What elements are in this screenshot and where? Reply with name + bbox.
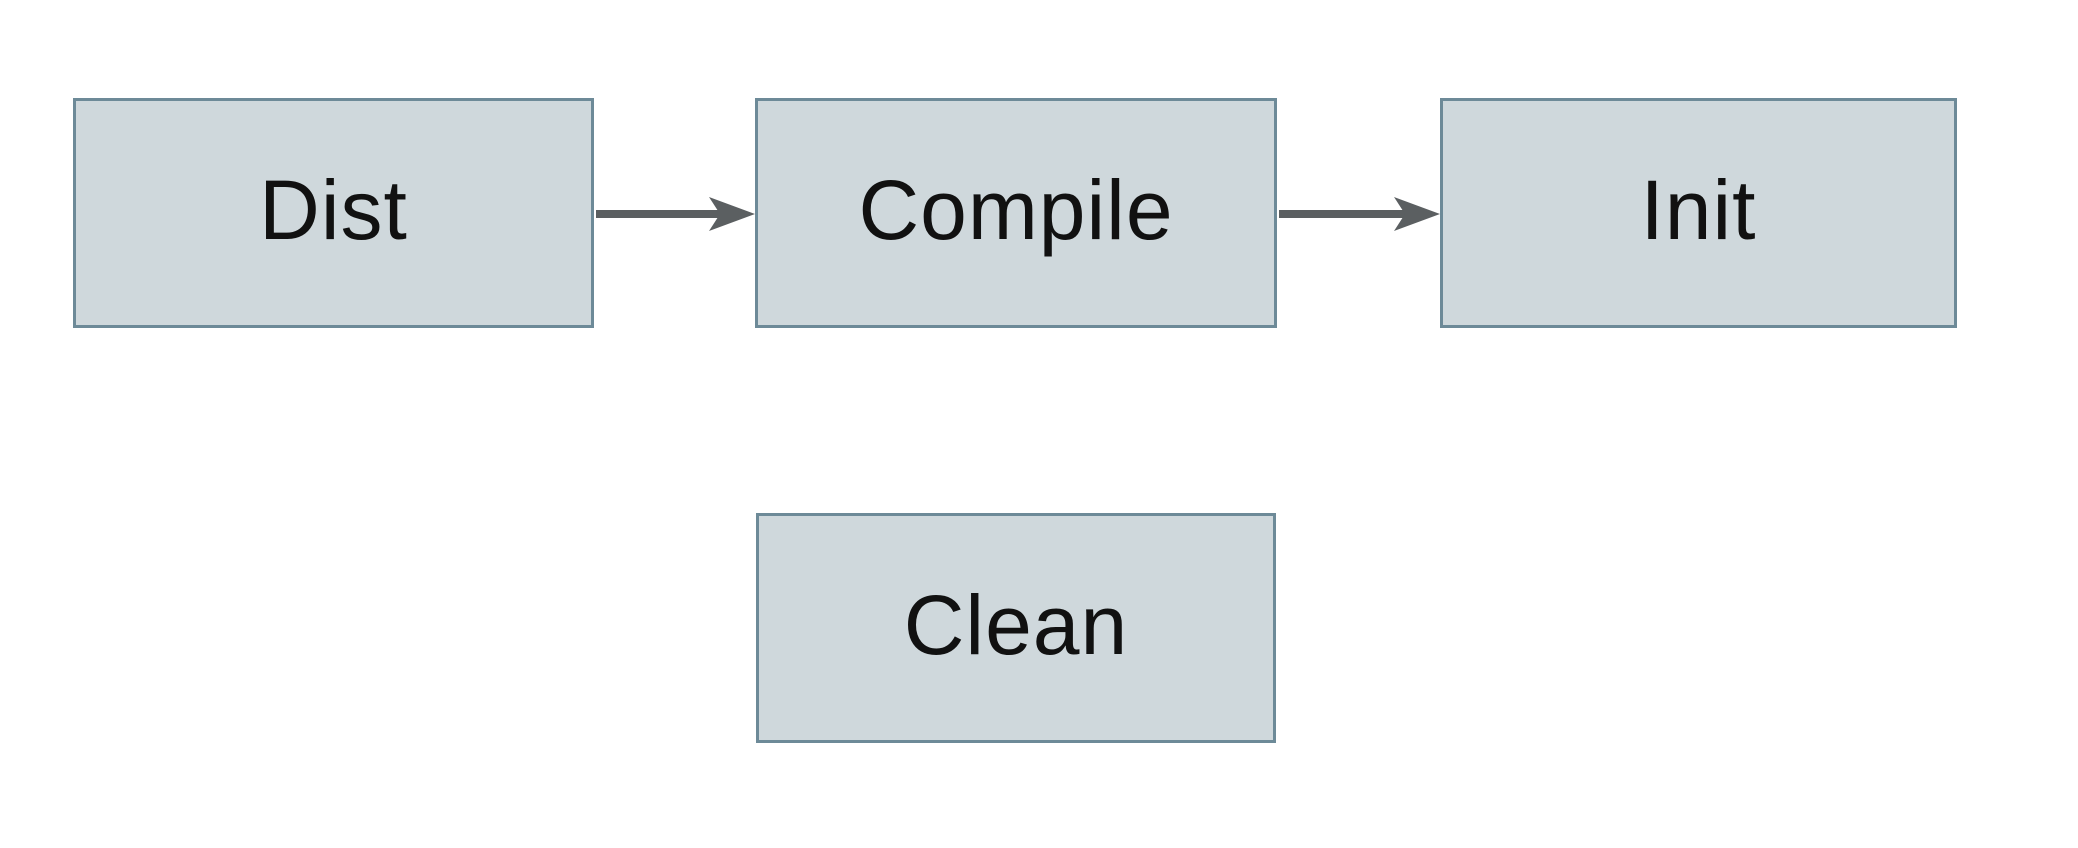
node-dist-label: Dist bbox=[259, 163, 408, 257]
node-clean[interactable]: Clean bbox=[756, 513, 1276, 743]
edge-compile-to-init bbox=[1279, 197, 1440, 231]
node-init[interactable]: Init bbox=[1440, 98, 1957, 328]
node-clean-label: Clean bbox=[903, 578, 1129, 672]
edge-dist-to-compile bbox=[596, 197, 755, 231]
node-init-label: Init bbox=[1640, 163, 1757, 257]
node-compile[interactable]: Compile bbox=[755, 98, 1277, 328]
node-dist[interactable]: Dist bbox=[73, 98, 594, 328]
node-compile-label: Compile bbox=[858, 163, 1174, 257]
